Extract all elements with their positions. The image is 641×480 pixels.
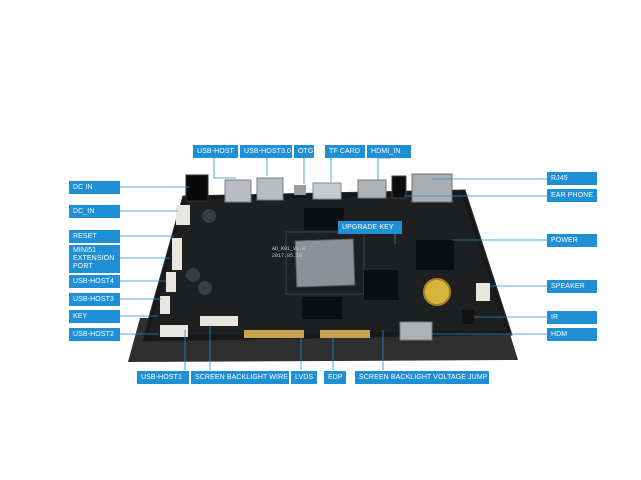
mini51-line-3: PORT xyxy=(73,263,93,270)
label-screen-backlight-wire: SCREEN BACKLIGHT WIRE xyxy=(191,371,289,384)
mini51-line-1: MINI51 xyxy=(73,247,97,254)
label-usb-host1: USB-HOST1 xyxy=(137,371,189,384)
left-header-2 xyxy=(172,238,182,270)
label-reset: RESET xyxy=(69,230,120,243)
soc-shield xyxy=(285,231,365,295)
coin-battery xyxy=(423,278,451,306)
leader-lines xyxy=(120,157,547,370)
board-silkscreen-line2: 2017.05.18 xyxy=(272,253,302,259)
memory-chip-3 xyxy=(364,270,398,300)
label-usb-host3-0: USB-HOST3.0 xyxy=(240,145,292,158)
left-header-4 xyxy=(160,296,170,314)
memory-chip-2 xyxy=(302,297,342,319)
label-rj45: RJ45 xyxy=(547,172,597,185)
hdmi-out-port xyxy=(399,321,433,341)
hdmi-in-port xyxy=(357,179,387,199)
lvds-pin-header xyxy=(244,330,304,338)
board-silkscreen-line1: AD_K01_V1.0 xyxy=(272,246,305,252)
label-mini51-extension-port: MINI51 EXTENSION PORT xyxy=(69,245,120,273)
speaker-header xyxy=(476,283,490,301)
label-usb-host2: USB-HOST2 xyxy=(69,328,120,341)
label-dc-in: DC IN xyxy=(69,181,120,194)
dc-jack xyxy=(185,174,209,202)
label-upgrade-key: UPGRADE KEY xyxy=(338,221,402,234)
capacitor-2 xyxy=(186,268,200,282)
otg-port xyxy=(294,185,306,195)
label-speaker: SPEAKER xyxy=(547,280,597,293)
label-ear-phone: EAR PHONE xyxy=(547,189,597,202)
label-otg: OTG xyxy=(294,145,314,158)
left-header-1 xyxy=(176,205,190,225)
label-dc-in-alt: DC_IN xyxy=(69,205,120,218)
label-hdmi-in: HDMI_IN xyxy=(367,145,411,158)
power-chip xyxy=(416,240,454,270)
edp-pin-header xyxy=(320,330,370,338)
label-usb-host3: USB-HOST3 xyxy=(69,293,120,306)
label-power: POWER xyxy=(547,234,597,247)
label-key: KEY xyxy=(69,310,120,323)
backlight-header xyxy=(200,316,238,326)
label-usb-host: USB-HOST xyxy=(193,145,238,158)
label-screen-backlight-voltage-jump: SCREEN BACKLIGHT VOLTAGE JUMP xyxy=(355,371,489,384)
rj45-port xyxy=(411,173,453,203)
usb-host1-header xyxy=(160,325,188,337)
left-header-3 xyxy=(166,272,176,292)
ir-receiver xyxy=(462,310,474,324)
mini51-line-2: EXTENSION xyxy=(73,255,115,262)
memory-chip-1 xyxy=(304,208,344,230)
capacitor-3 xyxy=(198,281,212,295)
label-ir: IR xyxy=(547,311,597,324)
label-edp: EDP xyxy=(324,371,346,384)
usb-port-1 xyxy=(224,179,252,203)
usb-port-2 xyxy=(256,177,284,201)
label-tf-card: TF CARD xyxy=(325,145,365,158)
label-usb-host4: USB-HOST4 xyxy=(69,275,120,288)
audio-jack xyxy=(391,175,407,199)
label-lvds: LVDS xyxy=(291,371,317,384)
soc-chip xyxy=(294,238,356,288)
label-hdm: HDM xyxy=(547,328,597,341)
capacitor-1 xyxy=(202,209,216,223)
tf-card-slot xyxy=(312,182,342,200)
